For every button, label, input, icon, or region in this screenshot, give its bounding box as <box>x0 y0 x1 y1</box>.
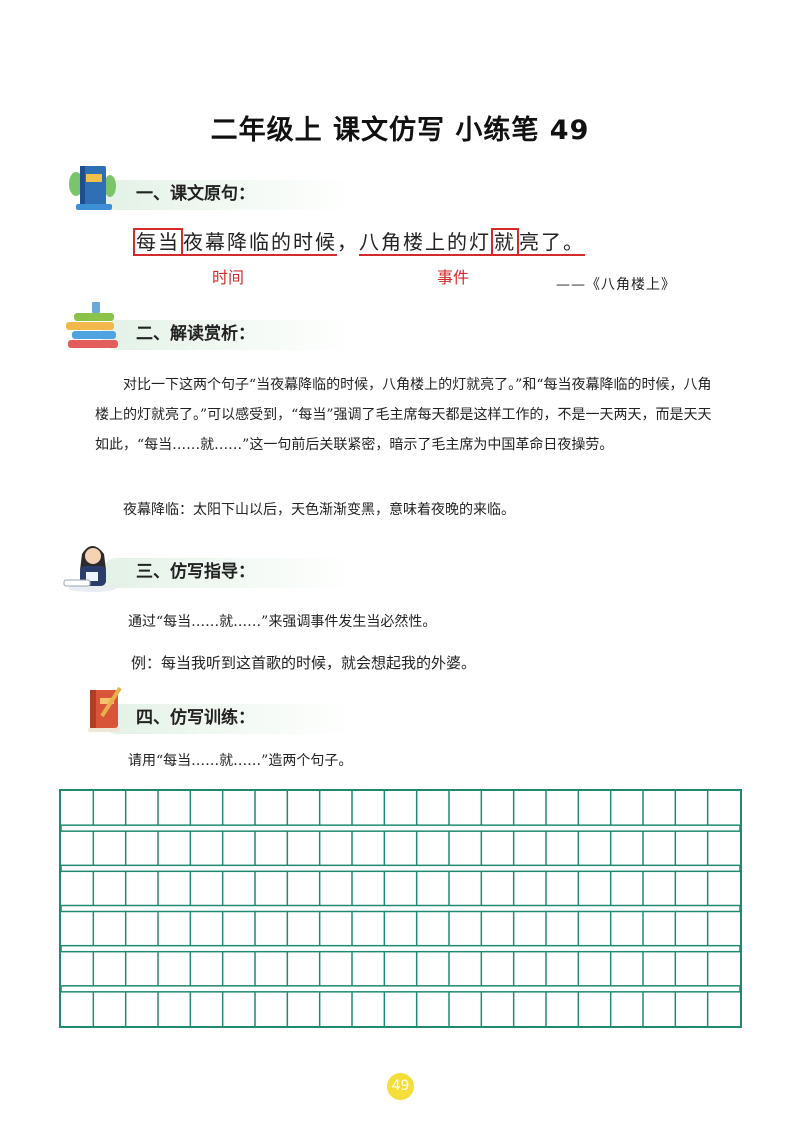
section-header-practice: 四、仿写训练： <box>62 686 482 738</box>
underline-time: 夜幕降临的时候 <box>183 230 337 256</box>
section-header-band <box>102 704 352 734</box>
highlight-jiu: 就 <box>491 228 519 256</box>
book-stack-icon <box>66 302 118 348</box>
section-header-band <box>102 180 352 210</box>
label-time: 时间 <box>212 268 245 287</box>
grid-row-gap <box>61 864 740 873</box>
section-title-3: 三、仿写指导： <box>136 562 255 582</box>
practice-prompt: 请用“每当……就……”造两个句子。 <box>128 753 353 769</box>
source-citation: ——《八角楼上》 <box>556 277 676 293</box>
page-title: 二年级上 课文仿写 小练笔 49 <box>210 115 590 146</box>
grid-row-gap <box>61 904 740 913</box>
section-header-band <box>102 558 352 588</box>
section-header-band <box>102 320 352 350</box>
grid-row-gap <box>61 944 740 953</box>
writing-grid-lines <box>61 791 740 1026</box>
section-title-4: 四、仿写训练： <box>136 708 255 728</box>
highlight-meidang: 每当 <box>133 228 183 256</box>
section-title-1: 一、课文原句： <box>136 184 255 204</box>
underline-event-2: 亮了。 <box>519 230 585 256</box>
section-header-analysis: 二、解读赏析： <box>62 302 482 354</box>
grid-row-gap <box>61 985 740 993</box>
section-title-2: 二、解读赏析： <box>136 324 255 344</box>
analysis-paragraph-1: 对比一下这两个句子“当夜幕降临的时候，八角楼上的灯就亮了。”和“每当夜幕降临的时… <box>95 377 712 453</box>
original-sentence: 每当夜幕降临的时候，八角楼上的灯就亮了。 <box>133 226 585 256</box>
guide-line-1: 通过“每当……就……”来强调事件发生当必然性。 <box>128 614 437 630</box>
writing-grid[interactable] <box>59 789 742 1028</box>
teacher-icon <box>63 546 116 592</box>
section-header-original: 一、课文原句： <box>62 162 482 214</box>
page-number-badge: 49 <box>387 1073 414 1100</box>
underline-event-1: 八角楼上的灯 <box>359 230 491 256</box>
notebook-pen-icon <box>88 686 122 732</box>
guide-example: 例：每当我听到这首歌的时候，就会想起我的外婆。 <box>131 654 477 672</box>
book-plant-icon <box>69 166 116 210</box>
comma: ， <box>337 230 359 254</box>
grid-row-gap <box>61 824 740 832</box>
section-header-guide: 三、仿写指导： <box>62 540 482 592</box>
analysis-paragraph-2: 夜幕降临：太阳下山以后，天色渐渐变黑，意味着夜晚的来临。 <box>123 502 515 518</box>
label-event: 事件 <box>437 268 470 287</box>
